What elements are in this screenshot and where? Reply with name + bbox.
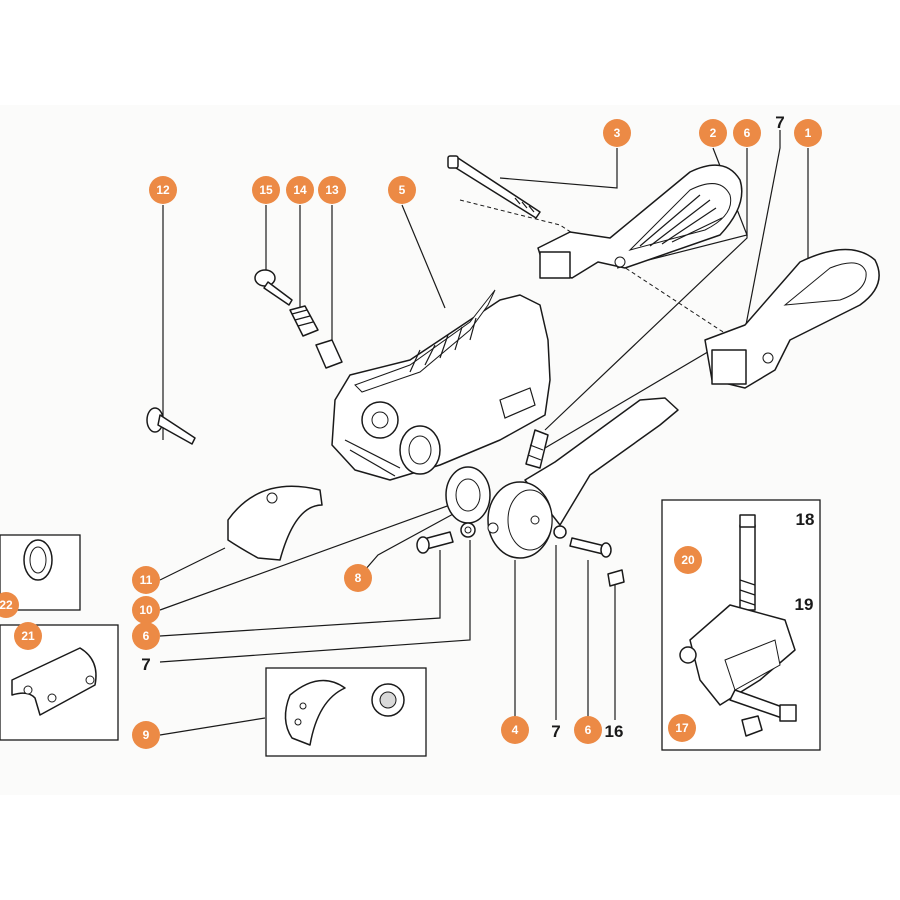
svg-text:8: 8 (355, 571, 362, 585)
callout-6-bottom: 6 (574, 716, 602, 744)
part-5-housing (331, 289, 551, 481)
label-16: 16 (605, 722, 624, 741)
svg-text:6: 6 (585, 723, 592, 737)
callout-11: 11 (132, 566, 160, 594)
callout-8: 8 (344, 564, 372, 592)
svg-text:20: 20 (681, 553, 695, 567)
part-6-upper-bolt (525, 429, 549, 469)
label-7-bottom: 7 (551, 722, 560, 741)
callout-14: 14 (286, 176, 314, 204)
callout-6-top: 6 (733, 119, 761, 147)
label-7-left: 7 (141, 655, 150, 674)
callout-12: 12 (149, 176, 177, 204)
part-4-lever (445, 397, 679, 559)
callout-1: 1 (794, 119, 822, 147)
callout-17: 17 (668, 714, 696, 742)
svg-text:22: 22 (0, 598, 13, 612)
svg-text:2: 2 (710, 126, 717, 140)
parts-6-7-8-bolts (416, 522, 625, 587)
part-2-handle (537, 164, 743, 279)
svg-text:12: 12 (156, 183, 170, 197)
callout-5: 5 (388, 176, 416, 204)
svg-text:14: 14 (293, 183, 307, 197)
callout-20: 20 (674, 546, 702, 574)
svg-text:5: 5 (399, 183, 406, 197)
svg-text:3: 3 (614, 126, 621, 140)
callout-4: 4 (501, 716, 529, 744)
part-1-handle (704, 248, 880, 389)
inset-part-9 (265, 667, 427, 757)
svg-text:4: 4 (512, 723, 519, 737)
svg-text:15: 15 (259, 183, 273, 197)
part-11-shell (227, 485, 323, 561)
label-7-top: 7 (775, 113, 784, 132)
callout-15: 15 (252, 176, 280, 204)
callout-6-left: 6 (132, 622, 160, 650)
svg-text:11: 11 (140, 573, 153, 587)
callout-3: 3 (603, 119, 631, 147)
callout-9: 9 (132, 721, 160, 749)
svg-text:13: 13 (325, 183, 339, 197)
callout-22: 22 (0, 592, 19, 618)
svg-text:9: 9 (143, 728, 150, 742)
svg-text:17: 17 (675, 721, 689, 735)
plain-labels: 7 7 7 16 18 19 (141, 113, 814, 741)
svg-text:6: 6 (744, 126, 751, 140)
callout-13: 13 (318, 176, 346, 204)
inset-parts-17-20 (661, 499, 821, 751)
callout-21: 21 (14, 622, 42, 650)
label-18: 18 (796, 510, 815, 529)
label-19: 19 (795, 595, 814, 614)
svg-text:1: 1 (805, 126, 812, 140)
svg-text:21: 21 (21, 629, 35, 643)
part-12-pin (146, 407, 196, 445)
svg-text:6: 6 (143, 629, 150, 643)
part-3-bolt (447, 155, 541, 219)
callout-2: 2 (699, 119, 727, 147)
callout-10: 10 (132, 596, 160, 624)
parts-13-14-15 (254, 269, 343, 369)
svg-text:10: 10 (139, 603, 153, 617)
callouts: 1 2 3 6 12 15 14 13 5 11 8 10 6 9 4 6 20… (0, 119, 822, 749)
